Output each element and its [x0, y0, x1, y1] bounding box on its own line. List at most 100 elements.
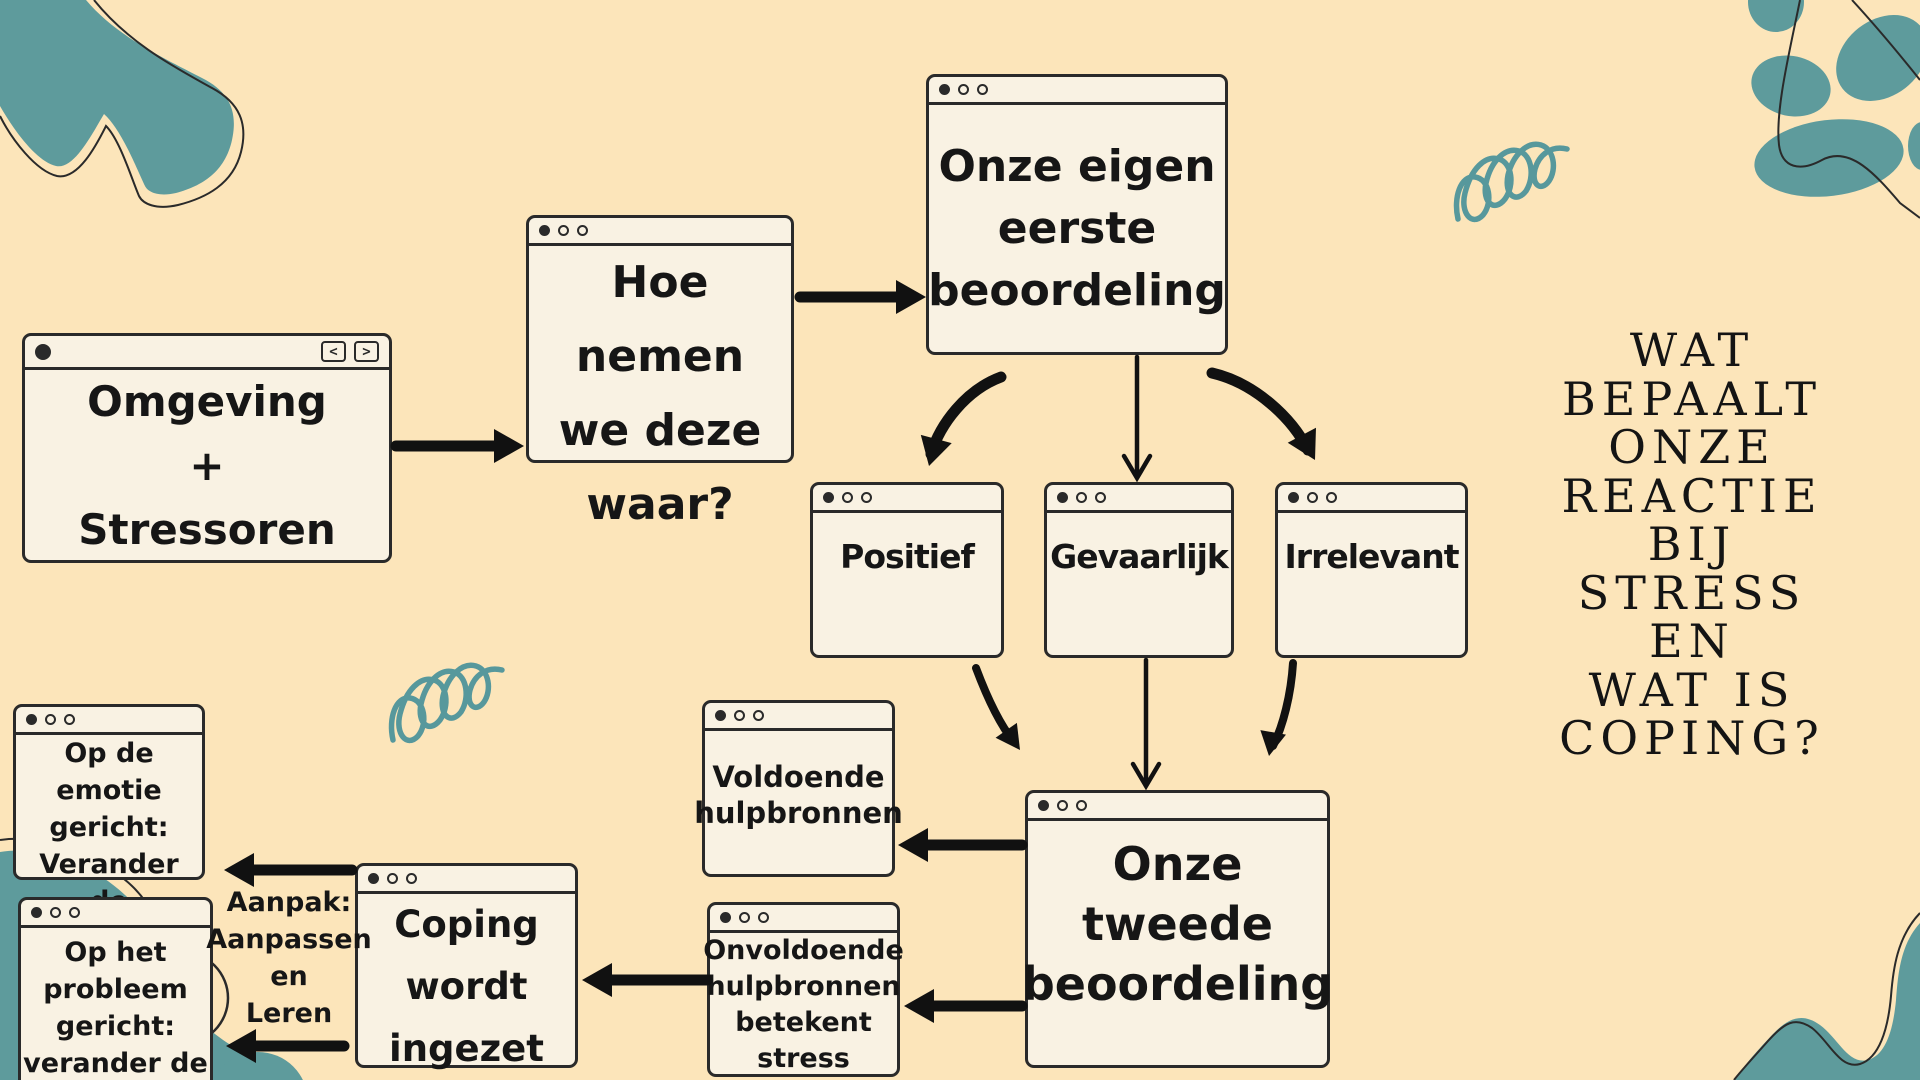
- window-titlebar: [813, 485, 1001, 513]
- window-dot-icon: [823, 492, 834, 503]
- window-titlebar: [1278, 485, 1465, 513]
- decor-line-top-right: [1777, 0, 1920, 219]
- window-dot-icon: [406, 873, 417, 884]
- window-omgeving-stressoren: < > Omgeving + Stressoren: [22, 333, 392, 563]
- window-titlebar: [705, 703, 892, 731]
- window-dot-icon: [64, 714, 75, 725]
- window-dot-icon: [861, 492, 872, 503]
- window-dot-icon: [1288, 492, 1299, 503]
- aanpak-annotation: Aanpak: Aanpassen en Leren: [206, 887, 372, 1029]
- window-dot-icon: [1326, 492, 1337, 503]
- window-dot-icon: [31, 907, 42, 918]
- window-titlebar: [929, 77, 1225, 105]
- window-irrelevant: Irrelevant: [1275, 482, 1468, 658]
- window-titlebar: [16, 707, 202, 735]
- page-title: WAT BEPAALT ONZE REACTIE BIJ STRESS EN W…: [1559, 323, 1825, 765]
- window-tweede-beoordeling: Onze tweede beoordeling: [1021, 790, 1334, 1068]
- window-label: Op het probleem gericht: verander de sit…: [23, 937, 208, 1079]
- window-dot-icon: [1057, 800, 1068, 811]
- window-label: Omgeving + Stressoren: [78, 377, 336, 554]
- window-titlebar: [1028, 793, 1327, 821]
- arrowhead: [898, 828, 928, 862]
- window-label: Onvoldoende hulpbronnen betekent stress: [703, 935, 904, 1074]
- back-button: <: [321, 341, 346, 362]
- window-dot-icon: [758, 912, 769, 923]
- window-label: Irrelevant: [1284, 536, 1460, 576]
- window-dot-icon: [558, 225, 569, 236]
- window-nav-controls: < >: [321, 341, 379, 362]
- window-label: Coping wordt ingezet: [389, 903, 544, 1070]
- arrow-eerste-to-irrelevant: [1206, 367, 1314, 456]
- window-dot-icon: [958, 84, 969, 95]
- window-dot-icon: [69, 907, 80, 918]
- arrowhead: [896, 280, 926, 314]
- window-dot-icon: [26, 714, 37, 725]
- window-dot-icon: [715, 710, 726, 721]
- arrowhead: [904, 989, 934, 1023]
- arrowhead: [494, 429, 524, 463]
- arrowhead: [226, 1029, 256, 1063]
- arrowhead-v: [1121, 453, 1153, 483]
- window-titlebar: [529, 218, 791, 246]
- decor-outline-top-left: [0, 0, 245, 208]
- window-dot-icon: [753, 710, 764, 721]
- arrowhead: [1287, 427, 1316, 460]
- window-dot-icon: [368, 873, 379, 884]
- decor-circle-teal: [213, 1052, 303, 1080]
- window-titlebar: [710, 905, 897, 933]
- window-label: Voldoende hulpbronnen: [694, 759, 903, 830]
- window-label: Hoe nemen we deze waar?: [558, 257, 762, 530]
- window-dot-icon: [1307, 492, 1318, 503]
- window-dot-icon: [35, 343, 51, 360]
- window-titlebar: < >: [25, 336, 389, 370]
- arrowhead: [920, 434, 952, 466]
- window-onvoldoende-hulpbronnen: Onvoldoende hulpbronnen betekent stress: [703, 902, 904, 1077]
- spiral-scribble-icon: [392, 665, 502, 740]
- window-dot-icon: [739, 912, 750, 923]
- window-dot-icon: [977, 84, 988, 95]
- window-hoe-nemen-we-waar: Hoe nemen we deze waar?: [526, 215, 794, 530]
- window-dot-icon: [842, 492, 853, 503]
- arrowhead: [995, 722, 1020, 750]
- window-label: Onze tweede beoordeling: [1021, 837, 1334, 1011]
- window-titlebar: [21, 900, 210, 928]
- window-label: Onze eigen eerste beoordeling: [928, 140, 1226, 316]
- window-dot-icon: [577, 225, 588, 236]
- window-titlebar: [1047, 485, 1231, 513]
- decor-line-top-right-2: [1851, 0, 1920, 81]
- window-dot-icon: [734, 710, 745, 721]
- arrowhead-v: [1130, 761, 1162, 791]
- spiral-scribble-icon: [1457, 144, 1567, 219]
- arrow-irrelevant-to-tweede: [1269, 659, 1297, 750]
- window-dot-icon: [1038, 800, 1049, 811]
- window-gevaarlijk: Gevaarlijk: [1044, 482, 1234, 658]
- window-dot-icon: [1076, 800, 1087, 811]
- window-dot-icon: [50, 907, 61, 918]
- window-dot-icon: [539, 225, 550, 236]
- decor-blobs-top-right: [1748, 0, 1920, 197]
- window-label: Positief: [840, 536, 975, 576]
- arrowhead: [582, 963, 612, 997]
- window-dot-icon: [1076, 492, 1087, 503]
- window-titlebar: [358, 866, 575, 894]
- decor-blob-top-left: [0, 0, 234, 195]
- decor-outline-bottom-right: [1733, 912, 1920, 1080]
- window-dot-icon: [387, 873, 398, 884]
- window-dot-icon: [1057, 492, 1068, 503]
- arrow-positief-to-tweede: [972, 664, 1018, 746]
- window-dot-icon: [45, 714, 56, 725]
- window-coping-wordt-ingezet: Coping wordt ingezet: [355, 863, 578, 1070]
- arrow-eerste-to-positief: [925, 371, 1007, 460]
- forward-button: >: [354, 341, 379, 362]
- window-emotie-gericht: Op de emotie gericht: Verander de emotie: [13, 704, 205, 954]
- decor-blob-bottom-right: [1735, 923, 1920, 1080]
- window-voldoende-hulpbronnen: Voldoende hulpbronnen: [694, 700, 903, 877]
- window-dot-icon: [1095, 492, 1106, 503]
- window-label: Gevaarlijk: [1050, 536, 1229, 576]
- arrowhead: [1260, 730, 1286, 756]
- window-eerste-beoordeling: Onze eigen eerste beoordeling: [926, 74, 1228, 355]
- arrowhead: [224, 853, 254, 887]
- window-dot-icon: [939, 84, 950, 95]
- window-positief: Positief: [810, 482, 1004, 658]
